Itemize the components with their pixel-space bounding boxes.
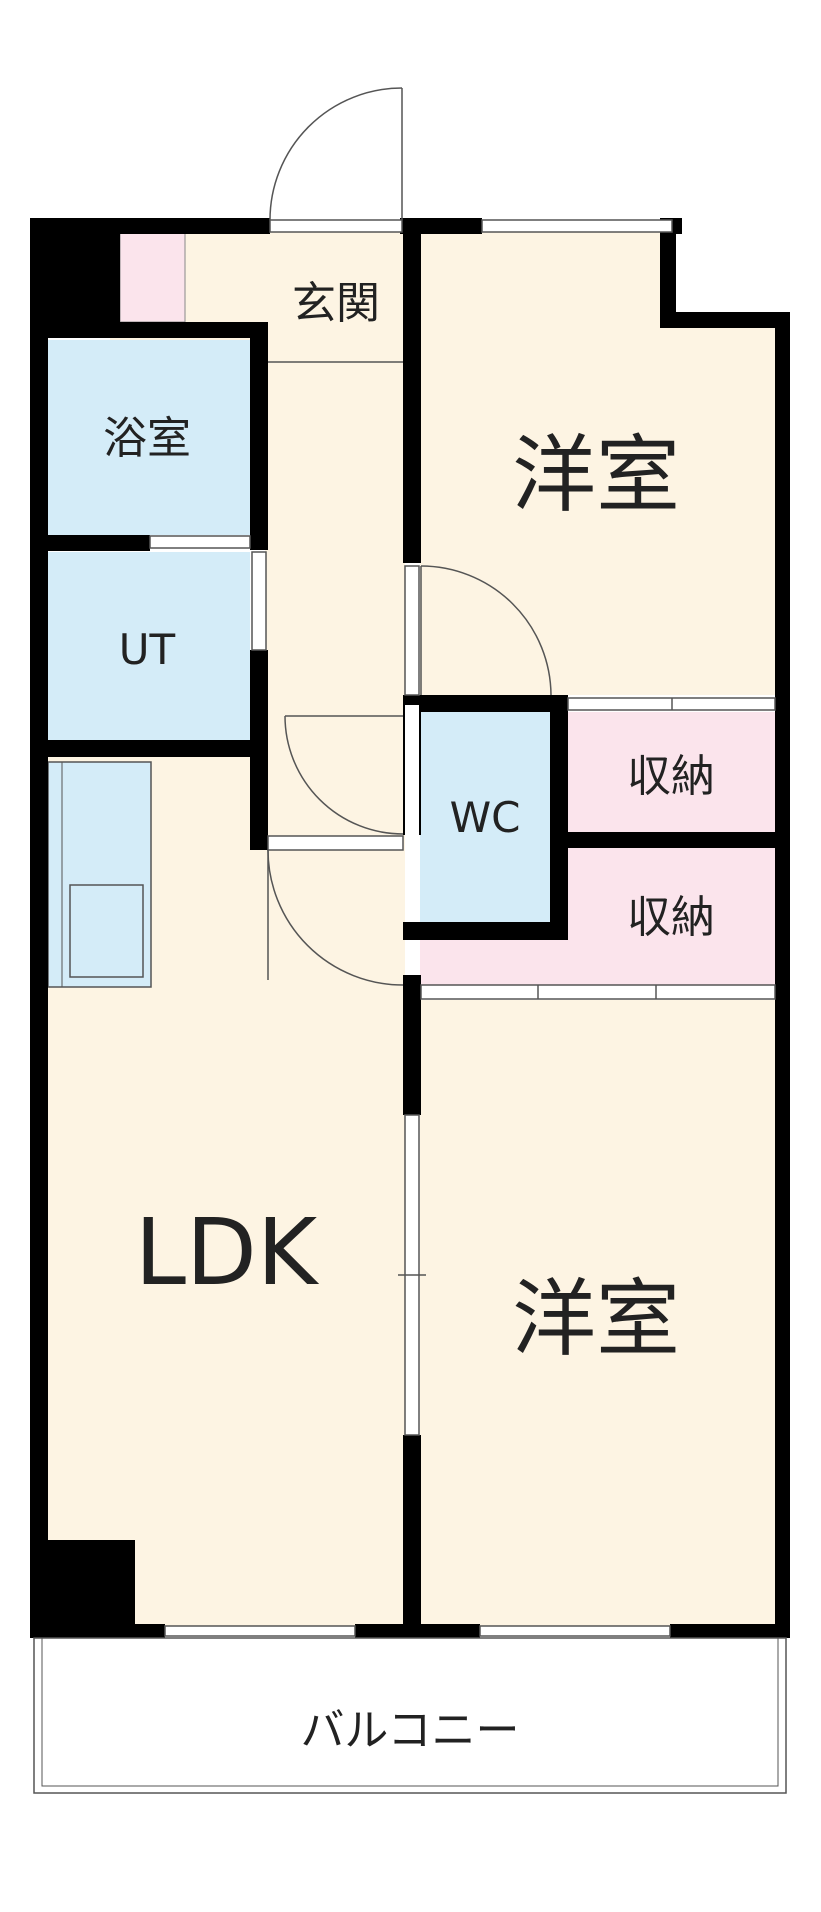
corridor-floor: [265, 232, 405, 792]
label-genkan: 玄関: [292, 278, 380, 329]
label-balcony: バルコニー: [300, 1705, 519, 1756]
wall-bath-top: [30, 322, 268, 338]
kitchen-sink: [69, 884, 144, 978]
corner-pillar-nw: [30, 218, 120, 322]
walls: [30, 218, 790, 1638]
wall-ne-step-horizontal: [660, 312, 790, 328]
label-wc: WC: [450, 793, 521, 842]
windows: [164, 219, 673, 1637]
shoe-cabinet: [119, 231, 186, 323]
utility-floor: [45, 552, 250, 740]
outer-wall-top-right: [672, 218, 682, 234]
bath-floor: [45, 340, 250, 535]
window-ldk-south: [164, 1625, 356, 1637]
wall-spine-upper: [403, 218, 421, 563]
kitchen-counter-top: [47, 761, 152, 988]
storage-lower-door: [420, 984, 776, 1000]
balcony-outline: [33, 1637, 787, 1794]
wall-wc-top: [403, 695, 568, 712]
label-utility: UT: [119, 625, 176, 674]
outer-wall-left: [30, 218, 48, 1638]
outer-wall-right: [775, 312, 790, 1638]
western-north-door-swing: [420, 565, 552, 696]
balcony: [33, 1637, 787, 1794]
outer-wall-top-left: [30, 218, 270, 234]
western-room-north-floor: [420, 232, 775, 695]
wc-door-jamb: [405, 705, 419, 835]
label-western-room-north: 洋室: [512, 426, 680, 524]
entrance-door-swing: [269, 87, 403, 221]
bath-door: [149, 535, 251, 549]
wall-ut-bottom: [30, 740, 268, 757]
outer-wall-bottom-c: [670, 1624, 790, 1638]
ldk-entry-floor: [265, 792, 405, 992]
wc-floor: [420, 712, 550, 922]
window-western-south: [479, 1625, 671, 1637]
ut-door: [251, 551, 267, 651]
wall-spine-lower: [403, 975, 421, 1115]
corner-pillar-sw: [30, 1540, 135, 1638]
wall-bath-right: [250, 322, 268, 550]
storage-lower-floor: [420, 848, 775, 985]
label-western-room-south: 洋室: [512, 1270, 680, 1368]
wall-wc-bottom: [403, 922, 568, 940]
room-labels: 玄関 浴室 UT 洋室 WC 収納 収納 LDK 洋室 バルコニー: [103, 278, 715, 1756]
wc-door-swing: [284, 715, 404, 835]
wall-storage-divider: [550, 832, 790, 848]
ldk-door-opening: [267, 835, 404, 851]
window-north: [481, 219, 673, 233]
label-storage-lower: 収納: [627, 892, 715, 943]
ldk-door-swing: [267, 849, 404, 986]
label-bath: 浴室: [103, 413, 191, 464]
outer-wall-bottom-a: [30, 1624, 165, 1638]
label-storage-upper: 収納: [627, 751, 715, 802]
wall-spine-bottom: [403, 1435, 421, 1638]
floor-fills: [45, 231, 775, 1627]
entrance-door-opening: [269, 219, 403, 233]
wall-bath-ut-a: [30, 535, 150, 551]
storage-upper-floor: [568, 712, 775, 832]
label-ldk: LDK: [135, 1199, 320, 1306]
balcony-inner-line: [41, 1637, 779, 1787]
western-north-door-jamb: [404, 565, 420, 696]
wall-ne-step-vertical: [660, 218, 676, 328]
doors: [149, 87, 776, 1436]
kitchen-counter: [47, 761, 152, 988]
wall-wc-right: [550, 695, 568, 940]
western-room-south-floor: [420, 1000, 775, 1627]
